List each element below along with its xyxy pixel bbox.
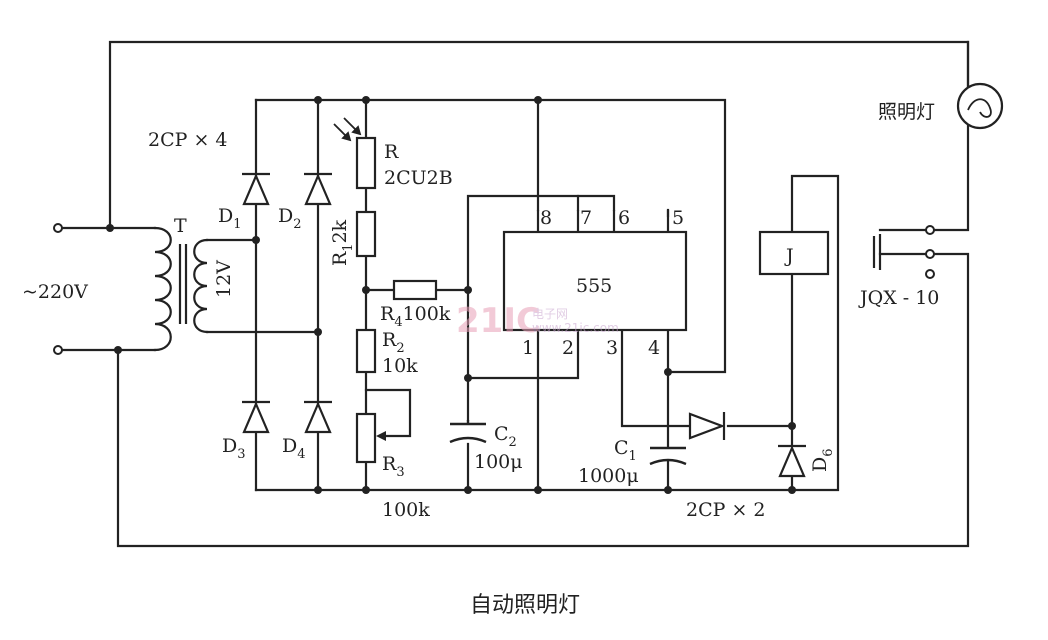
contact-terminal-icon bbox=[925, 225, 935, 235]
terminal-icon bbox=[53, 345, 63, 355]
r4-label: R4100k bbox=[380, 303, 451, 330]
threshold-wire bbox=[466, 194, 616, 492]
relay-label: J bbox=[784, 245, 794, 267]
relay-model-label: JQX - 10 bbox=[858, 287, 939, 309]
watermark-brand: 21IC bbox=[456, 301, 541, 341]
transformer-secondary bbox=[193, 238, 209, 334]
pin6-label: 6 bbox=[618, 207, 630, 229]
c2-value: 100μ bbox=[474, 451, 523, 473]
potentiometer-r3-icon bbox=[355, 412, 377, 464]
d1-label: D1 bbox=[218, 205, 242, 232]
resistor-r4-icon bbox=[392, 279, 438, 301]
watermark-cn: 电子网 bbox=[532, 307, 568, 321]
pin8-label: 8 bbox=[540, 207, 552, 229]
pin5-label: 5 bbox=[672, 207, 684, 229]
photoresistor-label: R bbox=[384, 141, 399, 163]
r3-value: 100k bbox=[382, 499, 430, 521]
d2-label: D2 bbox=[278, 205, 302, 232]
pot-wiper bbox=[364, 388, 412, 438]
diode-d2-icon bbox=[304, 173, 332, 206]
pin7-label: 7 bbox=[580, 207, 592, 229]
resistor-r1-icon bbox=[355, 210, 377, 258]
output-wire bbox=[620, 328, 794, 428]
lamp-icon bbox=[956, 82, 1004, 130]
relay-coil-icon bbox=[758, 230, 830, 276]
terminal-icon bbox=[53, 223, 63, 233]
secondary-voltage-label: 12V bbox=[213, 260, 235, 298]
light-arrows-icon bbox=[333, 117, 362, 142]
pin2-wire bbox=[466, 328, 580, 380]
diode-output-icon bbox=[688, 412, 726, 440]
ac-input-label: ~220V bbox=[22, 281, 88, 303]
c1-label: C1 bbox=[614, 437, 637, 464]
diode-d6-icon bbox=[778, 445, 806, 478]
diode-d1-icon bbox=[242, 173, 270, 206]
pin1-label: 1 bbox=[522, 337, 534, 359]
junctions bbox=[106, 96, 796, 494]
pin2-label: 2 bbox=[562, 337, 574, 359]
ic-label: 555 bbox=[576, 275, 612, 297]
diode-d3-icon bbox=[242, 401, 270, 434]
transformer-primary bbox=[153, 226, 172, 352]
pot-arrow-icon bbox=[376, 431, 386, 441]
r3-label: R3 bbox=[382, 453, 405, 480]
r2-value: 10k bbox=[382, 355, 418, 377]
bridge-label: 2CP × 4 bbox=[148, 129, 228, 151]
diode-d4-icon bbox=[304, 401, 332, 434]
relay-contacts-icon bbox=[872, 234, 882, 270]
transformer-label: T bbox=[174, 215, 187, 237]
contact-terminal-icon bbox=[925, 249, 935, 259]
photoresistor-icon bbox=[355, 136, 377, 190]
ground-rail bbox=[254, 174, 840, 492]
mains-wire-bottom bbox=[116, 252, 970, 548]
pin3-label: 3 bbox=[606, 337, 618, 359]
diagram-caption: 自动照明灯 bbox=[470, 593, 580, 618]
lamp-label: 照明灯 bbox=[878, 101, 935, 123]
d4-label: D4 bbox=[282, 435, 306, 462]
contact-terminal-icon bbox=[925, 269, 935, 279]
photoresistor-type: 2CU2B bbox=[384, 167, 453, 189]
c2-label: C2 bbox=[494, 423, 517, 450]
c1-value: 1000μ bbox=[578, 465, 639, 487]
d3-label: D3 bbox=[222, 435, 246, 462]
r1-label: R12k bbox=[329, 219, 356, 266]
resistor-r2-icon bbox=[355, 328, 377, 374]
d6-label: D6 bbox=[809, 448, 836, 472]
watermark: 21IC 电子网 www.21ic.com bbox=[456, 301, 619, 341]
pin4-label: 4 bbox=[648, 337, 660, 359]
watermark-url: www.21ic.com bbox=[532, 321, 619, 335]
ic-555-body bbox=[502, 230, 688, 332]
positive-rail bbox=[254, 98, 727, 374]
r2-label: R2 bbox=[382, 329, 405, 356]
contact-wire bbox=[878, 228, 932, 256]
diodes-2cp-label: 2CP × 2 bbox=[686, 499, 766, 521]
